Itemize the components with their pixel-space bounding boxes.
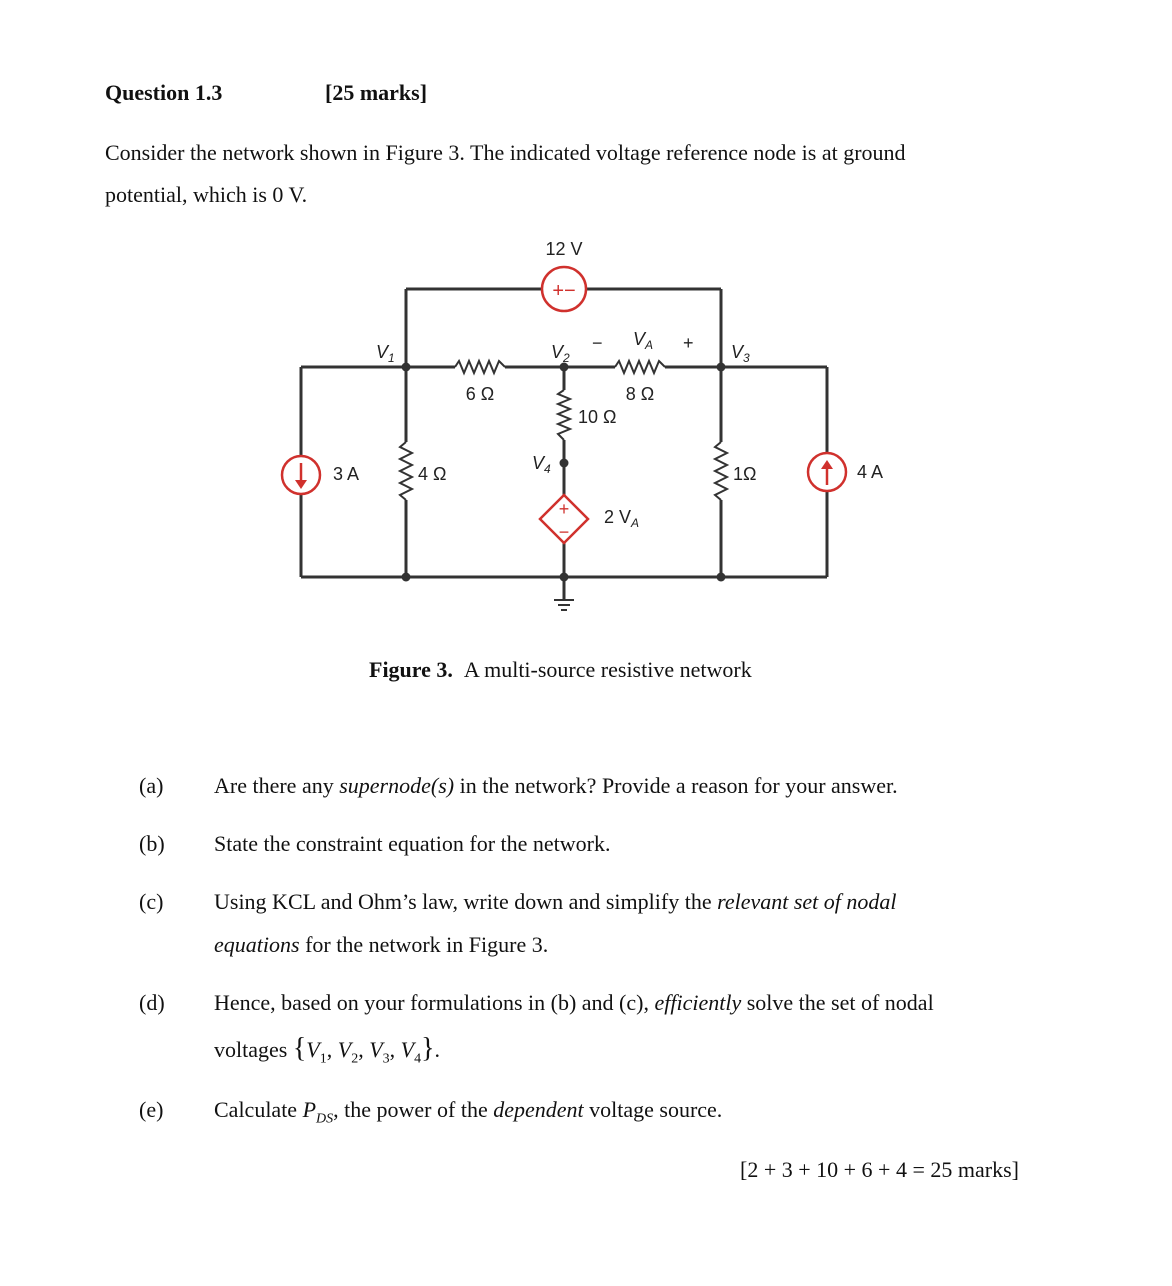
node-v4 [559, 458, 569, 468]
brace-open: { [292, 1033, 307, 1064]
period: . [434, 1037, 441, 1062]
node-v1 [401, 362, 411, 372]
resistor-10ohm [555, 389, 573, 441]
voltage-subscript: 4 [414, 1051, 422, 1067]
voltage-source-12v-polarity: +− [552, 280, 575, 302]
resistor-6ohm [454, 358, 506, 376]
label-va-plus: + [683, 333, 694, 353]
question-part-label: (a) [139, 773, 164, 798]
text-run: for the network in Figure 3. [299, 932, 549, 957]
node-bottom-right [716, 572, 726, 582]
resistor-8ohm [614, 358, 666, 376]
circuit-diagram: +− + − 12 V V1 V2 − VA + V3 6 Ω 8 Ω 10 Ω… [280, 239, 883, 611]
label-va-minus: − [592, 333, 603, 353]
question-text: Using KCL and Ohm’s law, write down and … [214, 889, 897, 915]
text-run: in the network? Provide a reason for you… [454, 773, 898, 798]
dependent-source-minus: − [559, 522, 570, 542]
emphasis-text: supernode(s) [339, 773, 455, 798]
label-3a: 3 A [333, 464, 359, 484]
question-text: Hence, based on your formulations in (b)… [214, 990, 934, 1016]
text-run: Hence, based on your formulations in (b)… [214, 990, 655, 1015]
emphasis-text: dependent [493, 1097, 584, 1122]
intro-line-2: potential, which is 0 V. [105, 182, 308, 207]
ground-icon [554, 599, 574, 611]
figure-caption-label: Figure 3. [369, 657, 453, 682]
node-bottom-mid [559, 572, 569, 582]
emphasis-text: relevant set of nodal [717, 889, 897, 914]
node-bottom-left [401, 572, 411, 582]
label-4a: 4 A [857, 462, 883, 482]
question-part-label: (c) [139, 889, 164, 914]
figure-caption-text: A multi-source resistive network [463, 657, 752, 682]
resistor-1ohm [712, 441, 730, 501]
question-text: Calculate PDS, the power of the dependen… [214, 1097, 722, 1127]
voltage-symbol: V [337, 1037, 352, 1062]
node-v2 [559, 362, 569, 372]
label-v1: V1 [376, 342, 395, 365]
label-1ohm: 1Ω [733, 464, 756, 484]
dependent-source-plus: + [559, 499, 570, 519]
current-source-3a-arrow-icon [295, 463, 307, 489]
voltage-subscript: 2 [351, 1051, 359, 1067]
text-run: State the constraint equation for the ne… [214, 831, 611, 856]
dependent-voltage-source [538, 493, 590, 545]
voltage-symbol: V [400, 1037, 415, 1062]
brace-close: } [421, 1033, 435, 1064]
label-v2: V2 [551, 342, 570, 365]
separator: , [326, 1037, 338, 1062]
question-title: Question 1.3 [105, 80, 223, 105]
question-part-label: (e) [139, 1097, 164, 1122]
voltage-source-12v [540, 265, 588, 313]
label-12v: 12 V [545, 239, 582, 259]
text-run: solve the set of nodal [741, 990, 934, 1015]
label-va: VA [633, 329, 653, 352]
question-text: voltages {V1, V2, V3, V4}. [214, 1033, 440, 1067]
text-run: Are there any [214, 773, 340, 798]
question-part-label: (d) [139, 990, 165, 1015]
emphasis-text: efficiently [654, 990, 742, 1015]
label-v4: V4 [532, 453, 551, 476]
power-symbol: P [302, 1097, 317, 1122]
voltage-symbol: V [369, 1037, 383, 1062]
current-source-4a-arrow-icon [821, 460, 833, 485]
power-subscript: DS [316, 1111, 334, 1127]
label-10ohm: 10 Ω [578, 407, 616, 427]
question-text: State the constraint equation for the ne… [214, 831, 611, 857]
question-text: equations for the network in Figure 3. [214, 932, 548, 958]
voltage-subscript: 3 [382, 1051, 390, 1067]
node-v3 [716, 362, 726, 372]
question-part-label: (b) [139, 831, 165, 856]
intro-line-1: Consider the network shown in Figure 3. … [105, 140, 906, 165]
label-dependent-source: 2 VA [604, 507, 639, 530]
emphasis-text: equations [214, 932, 300, 957]
circuit-wires [299, 287, 829, 600]
text-run: , the power of the [333, 1097, 494, 1122]
question-marks: [25 marks] [325, 80, 428, 105]
text-run: Using KCL and Ohm’s law, write down and … [214, 889, 718, 914]
label-8ohm: 8 Ω [626, 384, 654, 404]
text-run: Calculate [214, 1097, 303, 1122]
separator: , [358, 1037, 370, 1062]
question-text: Are there any supernode(s) in the networ… [214, 773, 898, 799]
text-run: voltages [214, 1037, 293, 1062]
text-run: voltage source. [583, 1097, 723, 1122]
total-marks: [2 + 3 + 10 + 6 + 4 = 25 marks] [740, 1157, 1019, 1182]
resistor-4ohm [397, 441, 415, 501]
separator: , [389, 1037, 401, 1062]
voltage-symbol: V [306, 1037, 320, 1062]
label-v3: V3 [731, 342, 750, 365]
label-6ohm: 6 Ω [466, 384, 494, 404]
voltage-subscript: 1 [319, 1051, 327, 1067]
label-4ohm: 4 Ω [418, 464, 446, 484]
figure-caption: Figure 3. A multi-source resistive netwo… [369, 657, 752, 683]
